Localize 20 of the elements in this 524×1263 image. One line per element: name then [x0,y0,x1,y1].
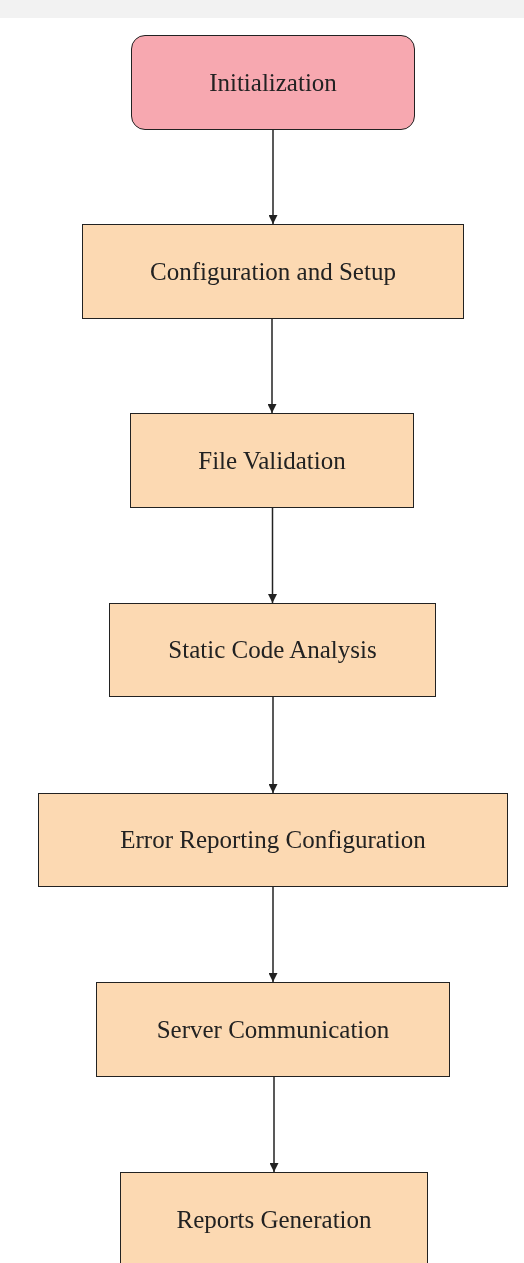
step-label: Server Communication [156,1015,390,1044]
step-label: Configuration and Setup [150,257,396,286]
arrow [267,318,277,414]
start-box [131,35,415,130]
process-box [96,982,450,1077]
process-box [82,224,464,319]
step-label: Initialization [209,68,337,97]
arrow [268,507,277,604]
arrow [268,886,278,983]
step-label: Static Code Analysis [168,636,377,664]
arrow [269,1076,279,1173]
process-box [120,1172,428,1263]
process-box [130,413,414,508]
process-box [109,603,436,697]
arrow [268,129,278,225]
process-box [38,793,508,887]
arrow [268,696,278,794]
step-label: Reports Generation [176,1205,372,1234]
step-label: File Validation [198,446,346,475]
step-label: Error Reporting Configuration [120,826,426,854]
